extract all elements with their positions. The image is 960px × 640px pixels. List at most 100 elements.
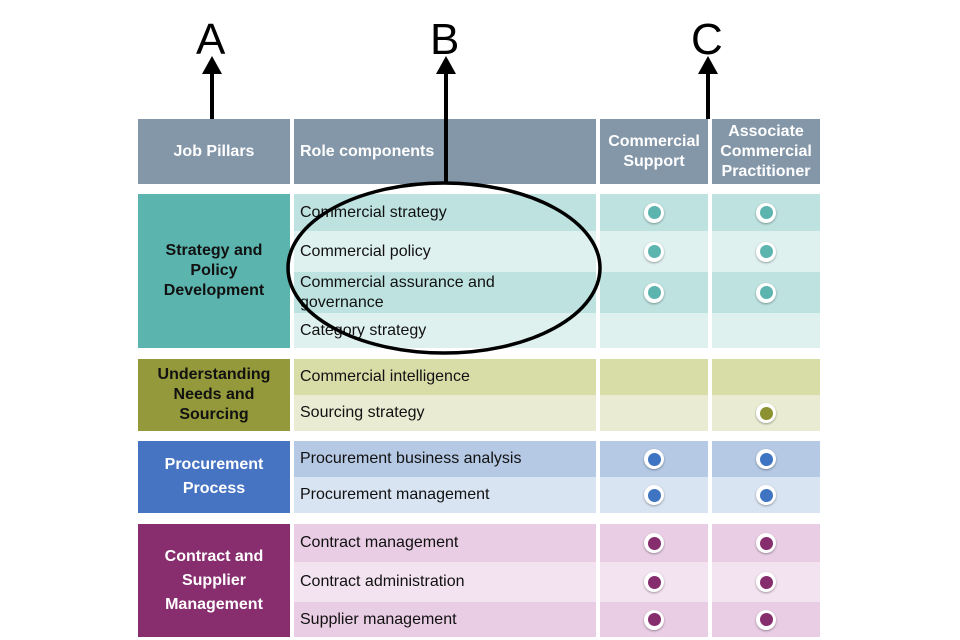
role-component-label: Commercial strategy xyxy=(300,203,447,221)
pillar-name-line: Sourcing xyxy=(179,406,249,423)
role-component-cell: Commercial assurance and governance xyxy=(294,272,514,313)
header-commercial-support: Commercial Support xyxy=(600,119,708,184)
dot-fill xyxy=(759,488,773,502)
role-component-cell: Procurement business analysis xyxy=(294,441,596,477)
dot-fill xyxy=(647,488,661,502)
required-indicator-dot-icon xyxy=(756,403,776,423)
role-component-cell: Category strategy xyxy=(294,313,596,348)
header-role-components: Role components xyxy=(294,119,596,184)
required-indicator-dot-icon xyxy=(756,241,776,262)
dot-fill xyxy=(759,452,773,466)
commercial-support-cell xyxy=(600,194,708,231)
dot-fill xyxy=(759,536,773,550)
pillar-name-line: Needs and xyxy=(173,386,255,403)
required-indicator-dot-icon xyxy=(756,449,776,469)
header-commercial-support-label: Commercial Support xyxy=(608,132,700,170)
role-component-cell: Contract management xyxy=(294,524,596,562)
header-job-pillars-label: Job Pillars xyxy=(173,142,255,160)
commercial-support-cell xyxy=(600,231,708,272)
associate-commercial-practitioner-cell xyxy=(712,441,820,477)
label-a: A xyxy=(196,15,226,64)
required-indicator-dot-icon xyxy=(756,609,776,630)
pillar-name-line: Development xyxy=(163,282,265,299)
associate-commercial-practitioner-cell xyxy=(712,524,820,562)
header-associate-commercial-practitioner: Associate Commercial Practitioner xyxy=(712,119,820,184)
dot-fill xyxy=(759,245,773,258)
role-component-label: Commercial intelligence xyxy=(300,368,470,385)
dot-fill xyxy=(759,613,773,626)
label-b: B xyxy=(430,15,460,64)
role-component-label: Supplier management xyxy=(300,610,457,628)
commercial-support-cell xyxy=(600,313,708,348)
dot-fill xyxy=(759,286,773,299)
dot-fill xyxy=(759,406,773,420)
required-indicator-dot-icon xyxy=(644,241,664,262)
required-indicator-dot-icon xyxy=(644,572,664,592)
commercial-support-cell xyxy=(600,524,708,562)
dot-fill xyxy=(647,613,661,626)
header-job-pillars: Job Pillars xyxy=(138,119,290,184)
associate-commercial-practitioner-cell xyxy=(712,602,820,637)
role-component-label: Contract management xyxy=(300,534,459,551)
role-component-cell: Commercial policy xyxy=(294,231,596,272)
commercial-support-cell xyxy=(600,477,708,513)
required-indicator-dot-icon xyxy=(644,485,664,505)
associate-commercial-practitioner-cell xyxy=(712,272,820,313)
role-component-label: Commercial assurance and governance xyxy=(300,273,495,311)
dot-fill xyxy=(759,206,773,219)
required-indicator-dot-icon xyxy=(644,202,664,223)
dot-fill xyxy=(647,452,661,466)
label-c: C xyxy=(691,15,723,64)
associate-commercial-practitioner-cell xyxy=(712,313,820,348)
required-indicator-dot-icon xyxy=(644,609,664,630)
associate-commercial-practitioner-cell xyxy=(712,477,820,513)
associate-commercial-practitioner-cell xyxy=(712,194,820,231)
dot-fill xyxy=(647,245,661,258)
pillar-name-line: Management xyxy=(165,595,263,613)
commercial-support-cell xyxy=(600,562,708,602)
pillar-name-line: Process xyxy=(182,480,246,497)
role-component-label: Contract administration xyxy=(300,573,465,590)
dot-fill xyxy=(647,206,661,219)
arrow-a xyxy=(202,56,222,119)
required-indicator-dot-icon xyxy=(756,282,776,303)
required-indicator-dot-icon xyxy=(756,202,776,223)
commercial-support-cell xyxy=(600,359,708,395)
role-component-cell: Commercial strategy xyxy=(294,194,596,231)
dot-fill xyxy=(759,575,773,589)
required-indicator-dot-icon xyxy=(644,449,664,469)
required-indicator-dot-icon xyxy=(756,485,776,505)
dot-fill xyxy=(647,286,661,299)
role-component-label: Commercial policy xyxy=(300,242,431,260)
role-component-cell: Contract administration xyxy=(294,562,596,602)
role-component-label: Procurement management xyxy=(300,486,490,503)
dot-fill xyxy=(647,575,661,589)
required-indicator-dot-icon xyxy=(644,282,664,303)
arrow-c xyxy=(698,56,718,119)
associate-commercial-practitioner-cell xyxy=(712,231,820,272)
role-component-cell: Commercial intelligence xyxy=(294,359,596,395)
header-role-components-label: Role components xyxy=(300,142,435,160)
associate-commercial-practitioner-cell xyxy=(712,395,820,431)
commercial-support-cell xyxy=(600,602,708,637)
required-indicator-dot-icon xyxy=(644,533,664,553)
role-component-cell: Procurement management xyxy=(294,477,596,513)
pillar-name-line: Procurement xyxy=(164,456,264,473)
associate-commercial-practitioner-cell xyxy=(712,359,820,395)
role-component-label: Category strategy xyxy=(300,321,427,339)
role-component-label: Sourcing strategy xyxy=(300,404,425,421)
role-component-cell-fill xyxy=(514,272,596,313)
commercial-support-cell xyxy=(600,395,708,431)
dot-fill xyxy=(647,536,661,550)
role-component-label: Procurement business analysis xyxy=(300,450,522,467)
pillar-name-line: Contract and xyxy=(164,547,264,565)
role-component-cell: Sourcing strategy xyxy=(294,395,596,431)
